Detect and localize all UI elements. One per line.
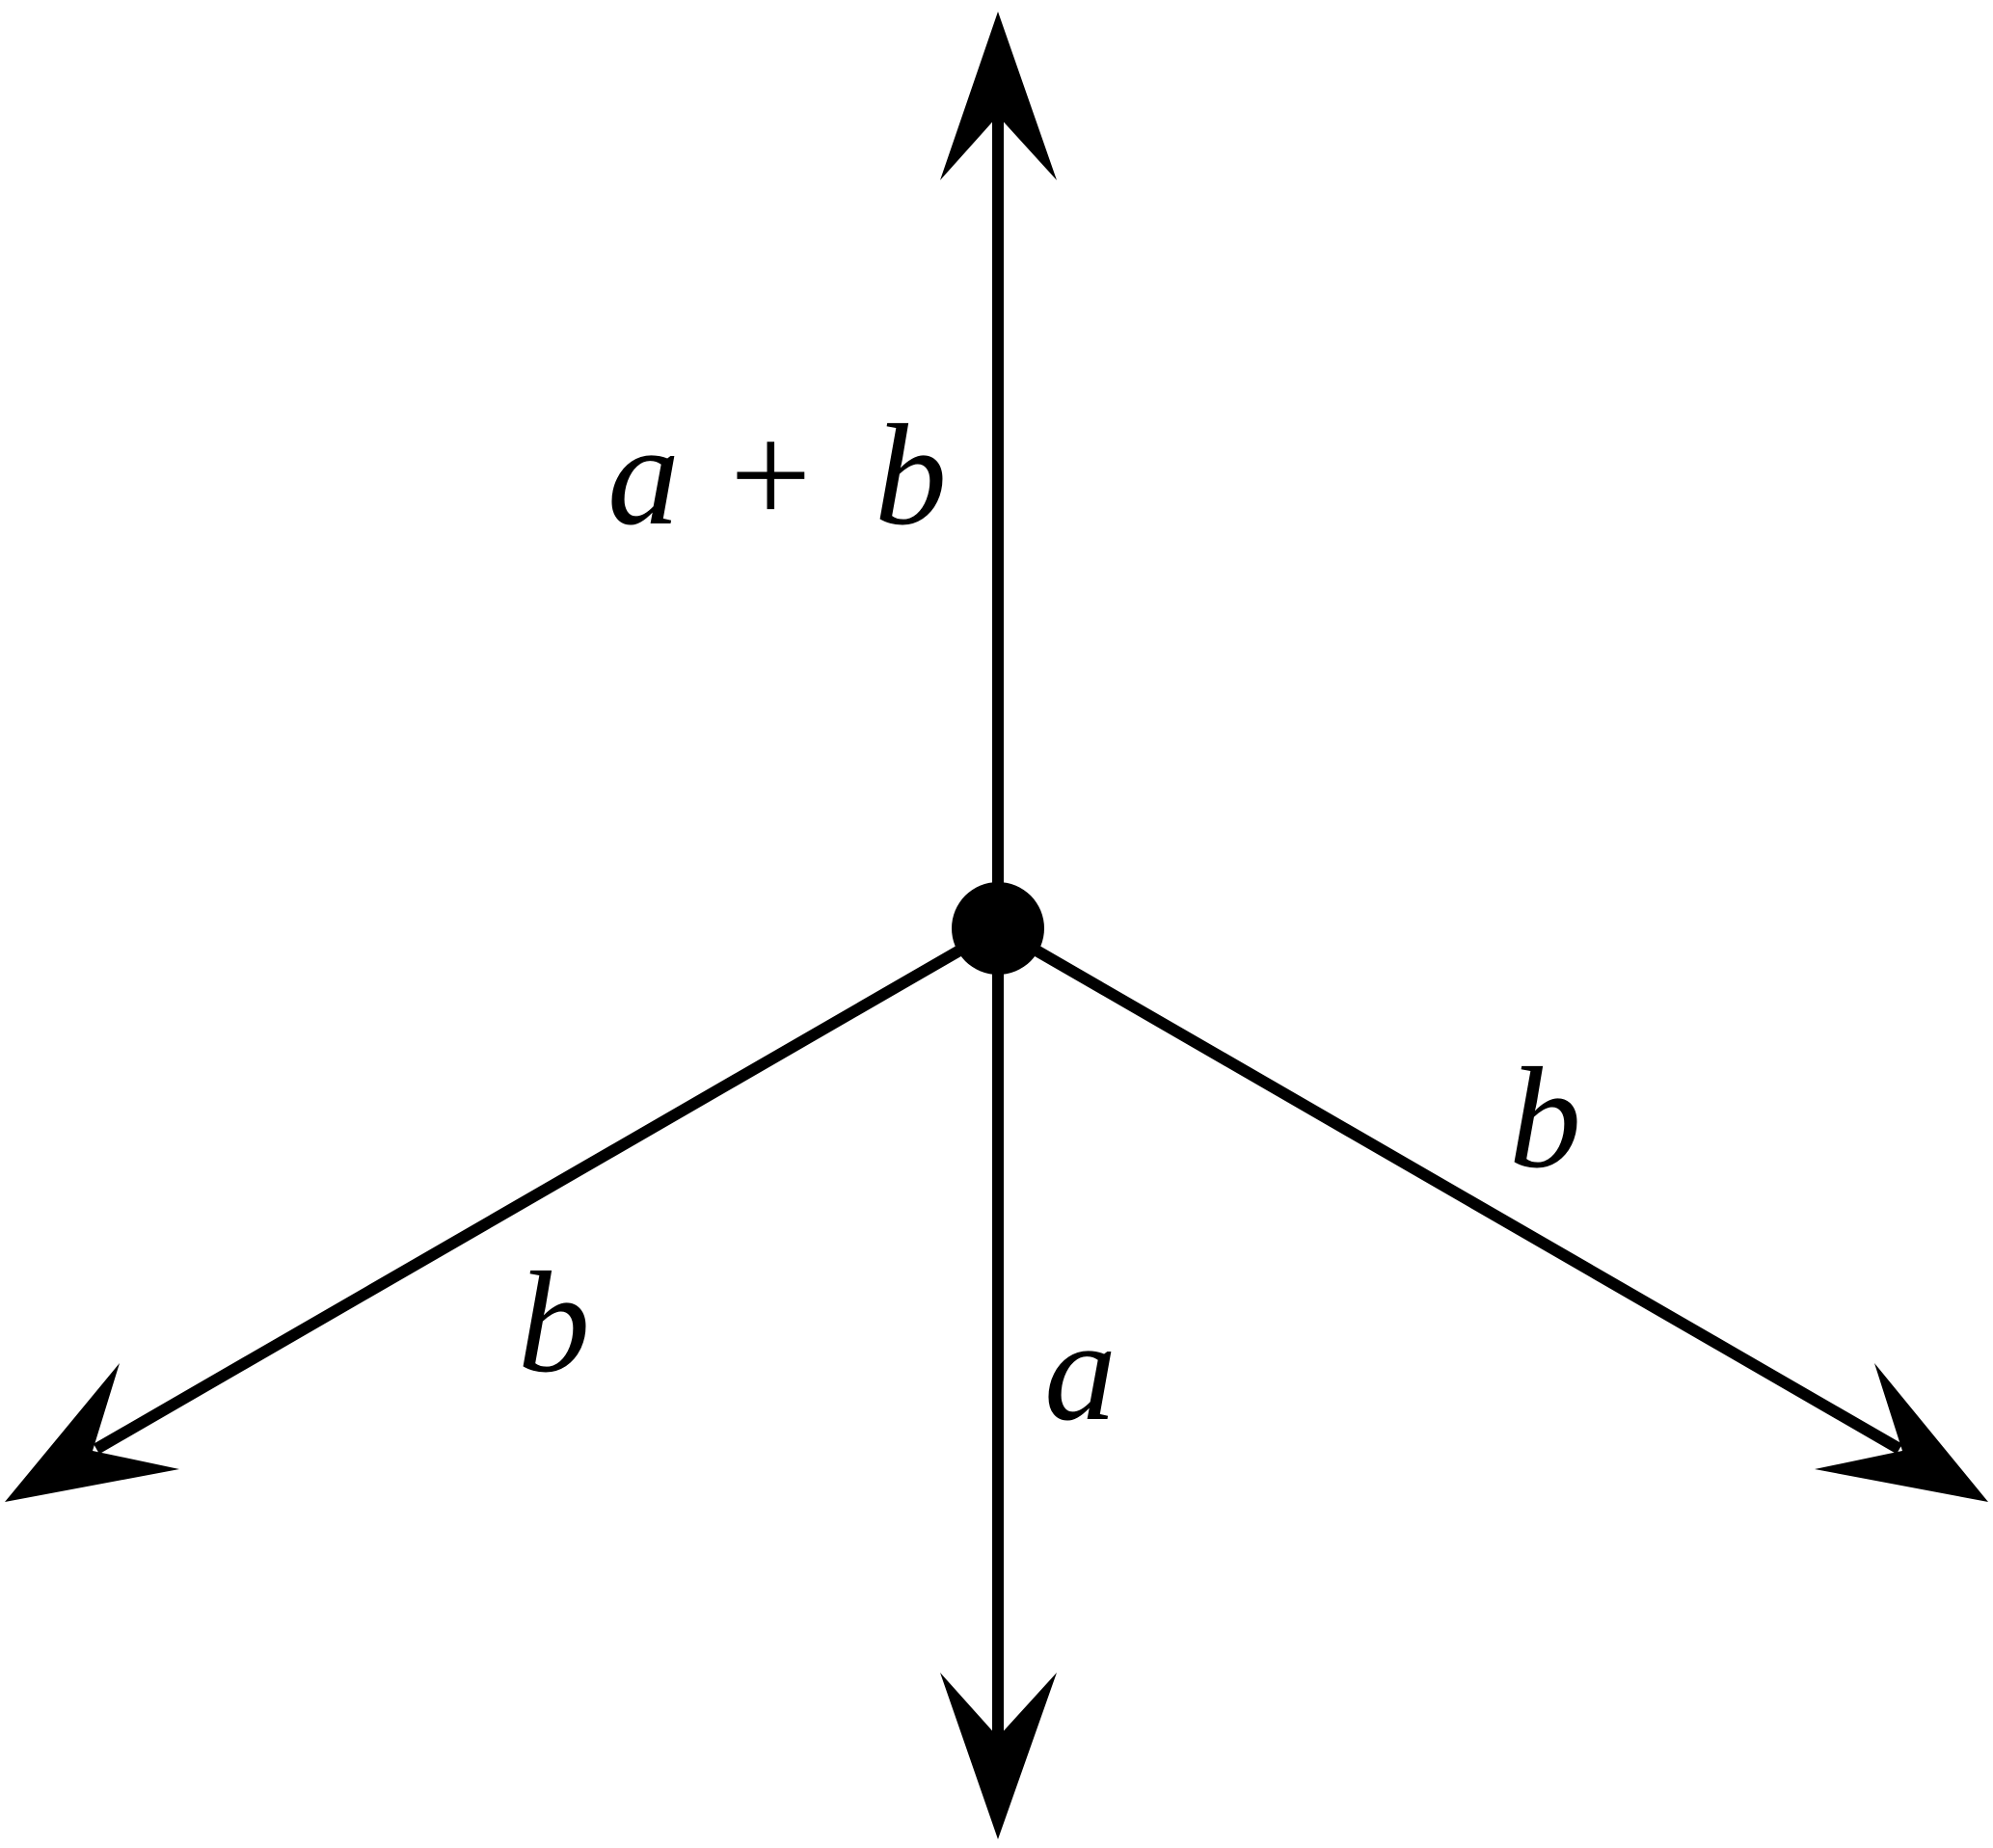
edge-top-arrowhead (940, 12, 1057, 180)
edge-top (940, 12, 1057, 928)
edge-lower-right (994, 923, 1988, 1502)
label-lower-left: b (518, 1243, 590, 1403)
edge-lower-right-arrowhead (1815, 1363, 1988, 1502)
label-top-a: a (607, 395, 680, 555)
edge-bottom (940, 928, 1057, 1839)
edge-lower-right-line (994, 923, 1903, 1455)
edge-bottom-arrowhead (940, 1673, 1057, 1839)
label-top: a + b (607, 395, 947, 555)
edge-lower-left (5, 923, 1002, 1502)
center-vertex (952, 882, 1044, 975)
edge-lower-left-arrowhead (5, 1363, 179, 1502)
label-bottom: a (1044, 1291, 1117, 1451)
label-top-b: b (875, 395, 947, 555)
label-lower-right: b (1509, 1038, 1581, 1198)
edge-lower-left-line (93, 923, 1002, 1455)
label-top-plus: + (730, 395, 812, 555)
